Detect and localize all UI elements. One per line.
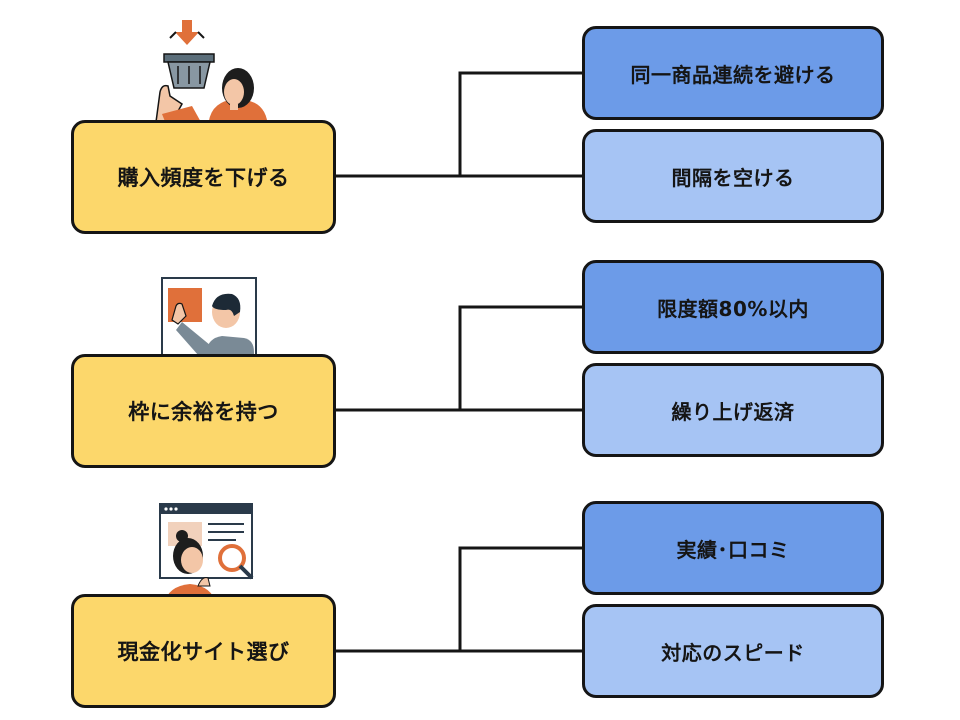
main-box-label: 購入頻度を下げる — [117, 166, 290, 190]
connector-group-2 — [336, 305, 584, 412]
main-box-label: 枠に余裕を持つ — [128, 400, 279, 424]
main-box-keep-margin: 枠に余裕を持つ — [71, 354, 336, 468]
sub-box-early-repayment: 繰り上げ返済 — [582, 363, 884, 457]
main-box-site-selection: 現金化サイト選び — [71, 594, 336, 708]
sub-box-reputation: 実績･口コミ — [582, 501, 884, 595]
connector-group-3 — [336, 546, 584, 653]
sub-box-label: 実績･口コミ — [676, 537, 790, 562]
shopping-basket-woman-icon — [155, 20, 268, 130]
sub-box-limit-80: 限度額80%以内 — [582, 260, 884, 354]
sub-box-label: 対応のスピード — [661, 640, 805, 665]
sub-box-label: 繰り上げ返済 — [671, 399, 795, 424]
main-box-label: 現金化サイト選び — [117, 640, 290, 664]
sub-box-leave-interval: 間隔を空ける — [582, 129, 884, 223]
sub-box-response-speed: 対応のスピード — [582, 604, 884, 698]
sub-box-avoid-consecutive: 同一商品連続を避ける — [582, 26, 884, 120]
connector-group-1 — [336, 71, 584, 178]
sub-box-label: 間隔を空ける — [671, 165, 795, 190]
main-box-reduce-frequency: 購入頻度を下げる — [71, 120, 336, 234]
sub-box-label: 同一商品連続を避ける — [630, 62, 836, 87]
sub-box-label: 限度額80%以内 — [657, 296, 809, 321]
